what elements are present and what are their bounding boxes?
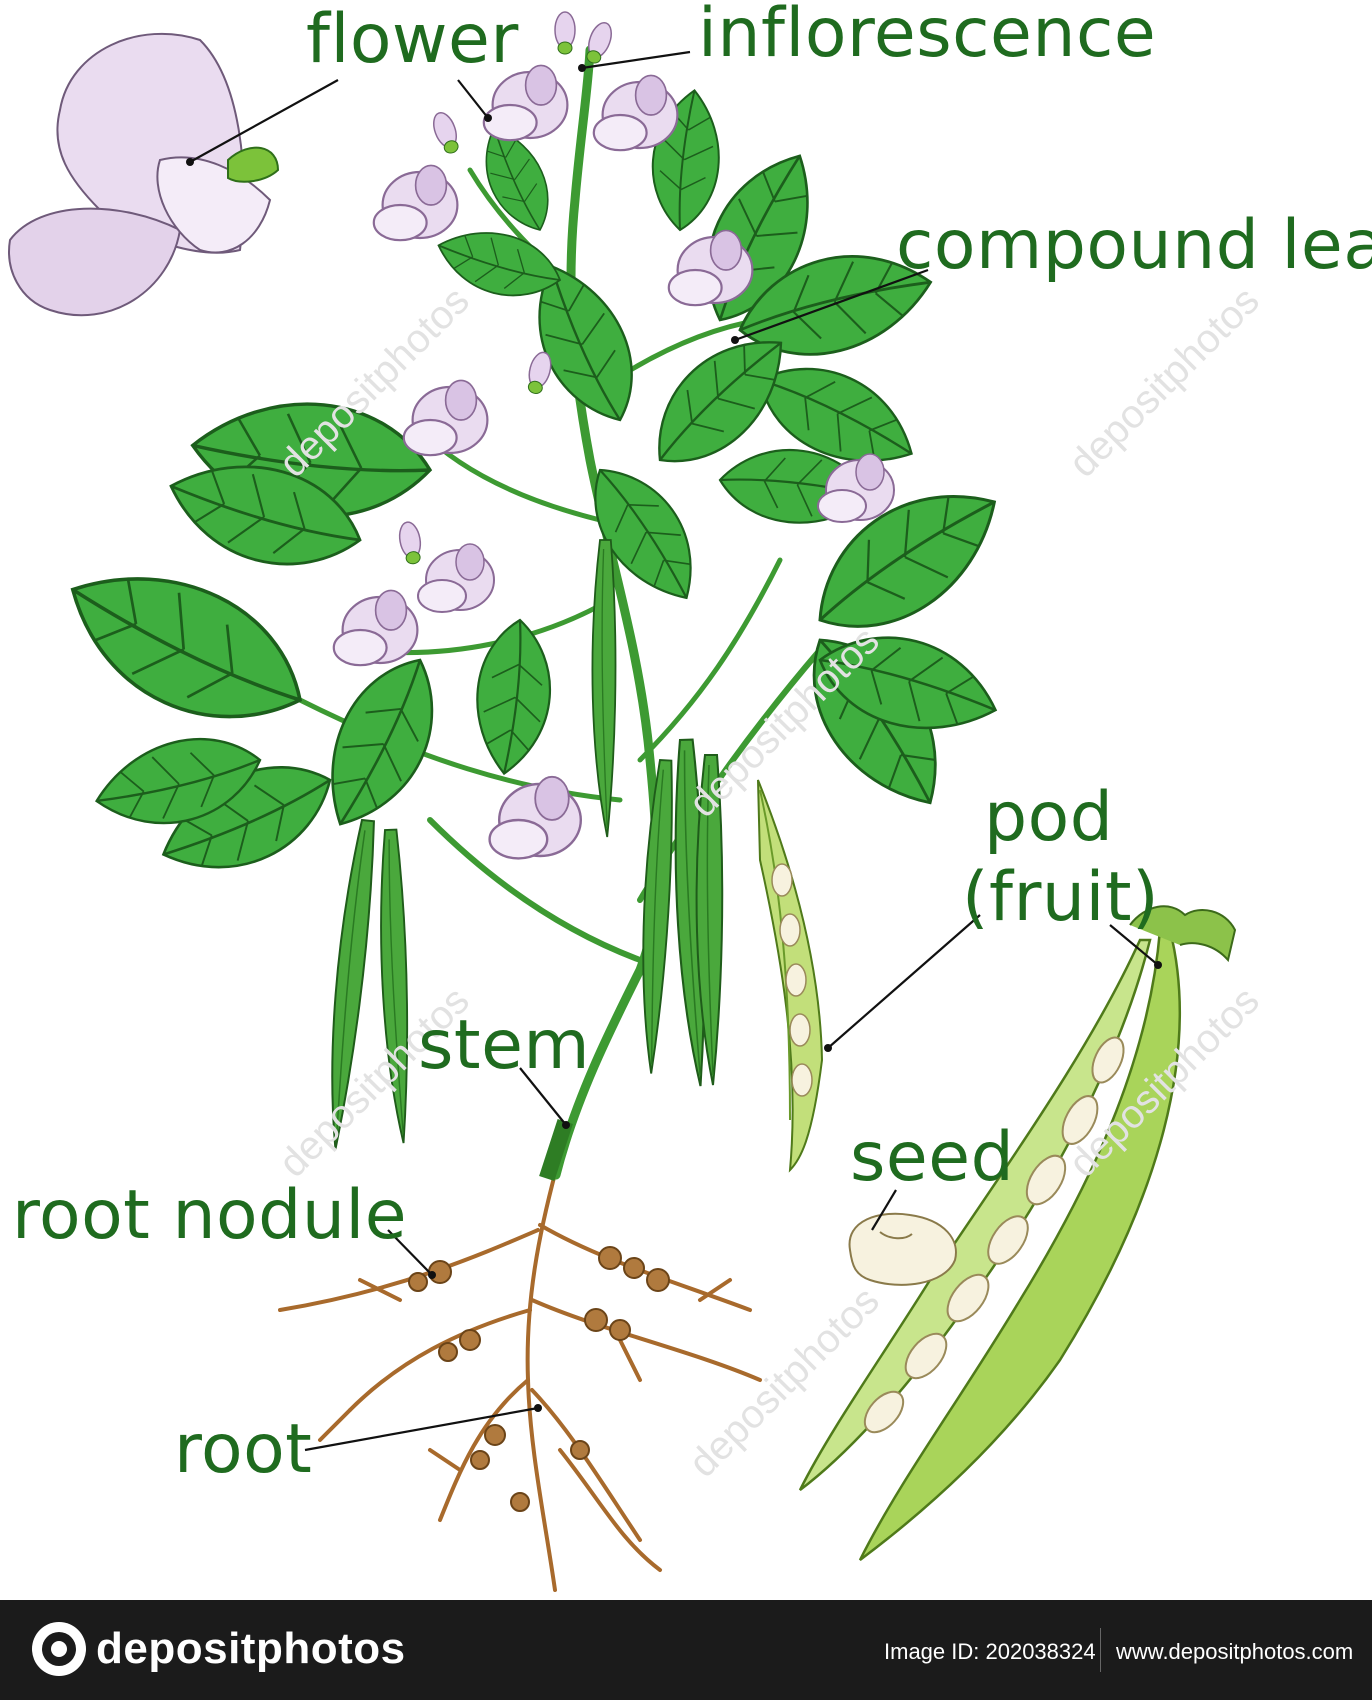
- label-root: root: [174, 1410, 313, 1489]
- root-nodules: [408, 1246, 670, 1512]
- pointer-dots: [186, 64, 1162, 1412]
- label-root-nodule: root nodule: [12, 1176, 408, 1255]
- pointer-lines: [189, 50, 1159, 1452]
- plant-illustration: [8, 11, 1237, 1592]
- label-seed: seed: [850, 1118, 1015, 1197]
- depositphotos-logo-icon: [32, 1622, 86, 1676]
- label-inflorescence: inflorescence: [698, 0, 1157, 73]
- brand-name: depositphotos: [96, 1624, 406, 1673]
- footer-divider: [1100, 1628, 1101, 1672]
- site-url: www.depositphotos.com: [1116, 1639, 1354, 1664]
- pod-detail: [798, 905, 1237, 1561]
- label-compound-leaf: compound leaf: [896, 206, 1372, 285]
- label-pod: pod: [984, 778, 1114, 857]
- open-pod-on-plant: [757, 779, 824, 1173]
- flower-detail: [8, 32, 280, 317]
- seed-detail: [848, 1212, 957, 1286]
- image-id: Image ID: 202038324: [884, 1639, 1096, 1664]
- label-stem: stem: [418, 1006, 591, 1085]
- root-system: [278, 1168, 762, 1592]
- label-flower: flower: [306, 0, 519, 79]
- stock-footer-bar: depositphotos Image ID: 202038324 www.de…: [0, 1600, 1372, 1700]
- label-fruit: (fruit): [962, 858, 1160, 937]
